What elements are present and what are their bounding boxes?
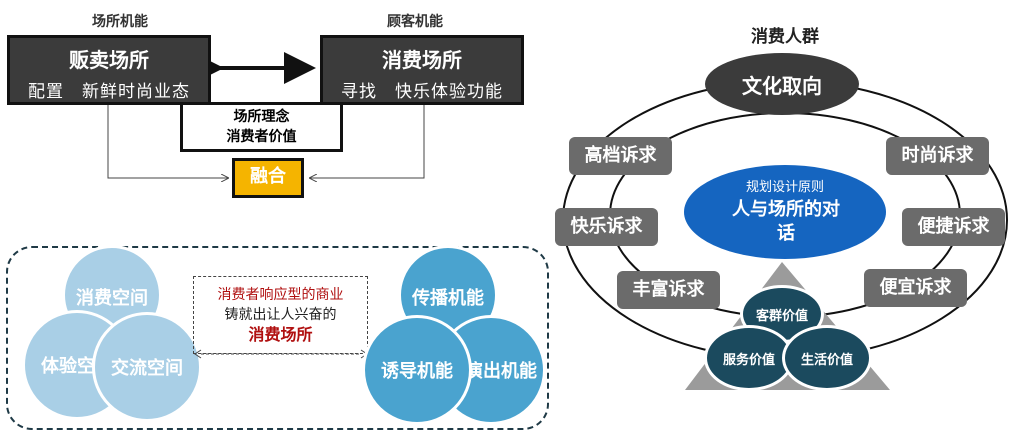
exchange-space-circle: 交流空间 [92,312,202,422]
center-emphasis: 消费场所 [248,325,313,344]
broadcast-function-label: 传播机能 [412,288,484,309]
left-connector [107,104,228,178]
center-line2: 铸就出让人兴奋的 [224,307,337,323]
top-left-connectors [107,52,425,200]
planning-principle-label: 规划设计原则 [745,180,824,195]
culture-ellipse [705,53,859,115]
pill-convenience: 便捷诉求 [902,208,1005,246]
life-value-label: 生活价值 [800,352,853,368]
dialogue-label: 人与场所的对话 [732,199,840,244]
sales-place-subtitle: 配置 新鲜时尚业态 [28,82,190,102]
pill-rich: 丰富诉求 [617,271,720,309]
center-ellipse [684,165,886,259]
life-value-circle: 生活价值 [782,325,872,391]
center-line1: 消费者响应型的商业 [217,287,344,303]
pill-high-end: 高档诉求 [569,137,672,175]
consumption-place-subtitle: 寻找 快乐体验功能 [341,82,503,102]
concept-box: 场所理念 消费者价值 [180,102,343,152]
service-value-label: 服务价值 [722,352,775,368]
bottom-left-panel [6,246,549,430]
consumption-place-title: 消费场所 [382,48,462,72]
service-value-circle: 服务价值 [704,325,794,391]
pill-fashion: 时尚诉求 [886,137,989,175]
concept-line2: 消费者价值 [226,129,297,145]
customer-value-circle: 客群价值 [740,285,824,343]
customer-value-label: 客群价值 [755,308,808,324]
right-header: 顾客机能 [387,14,443,30]
sales-place-box: 贩卖场所 配置 新鲜时尚业态 [7,35,211,105]
merge-box: 融合 [232,158,304,198]
center-statement-box: 消费者响应型的商业 铸就出让人兴奋的 消费场所 [193,276,368,354]
consumption-space-label: 消费空间 [76,288,148,309]
center-arrow [194,349,368,359]
concept-line1: 场所理念 [233,109,290,125]
pill-cheap: 便宜诉求 [864,269,967,307]
guide-function-circle: 诱导机能 [362,315,472,425]
left-header: 场所机能 [92,14,148,30]
right-connector [310,104,425,178]
consumer-group-header: 消费人群 [751,27,819,47]
exchange-space-label: 交流空间 [111,358,183,379]
pill-fun: 快乐诉求 [555,208,658,246]
sales-place-title: 贩卖场所 [69,48,149,72]
culture-orientation-label: 文化取向 [742,74,822,98]
guide-function-label: 诱导机能 [381,361,453,382]
consumption-place-box: 消费场所 寻找 快乐体验功能 [320,35,524,105]
performance-function-label: 演出机能 [465,361,537,382]
